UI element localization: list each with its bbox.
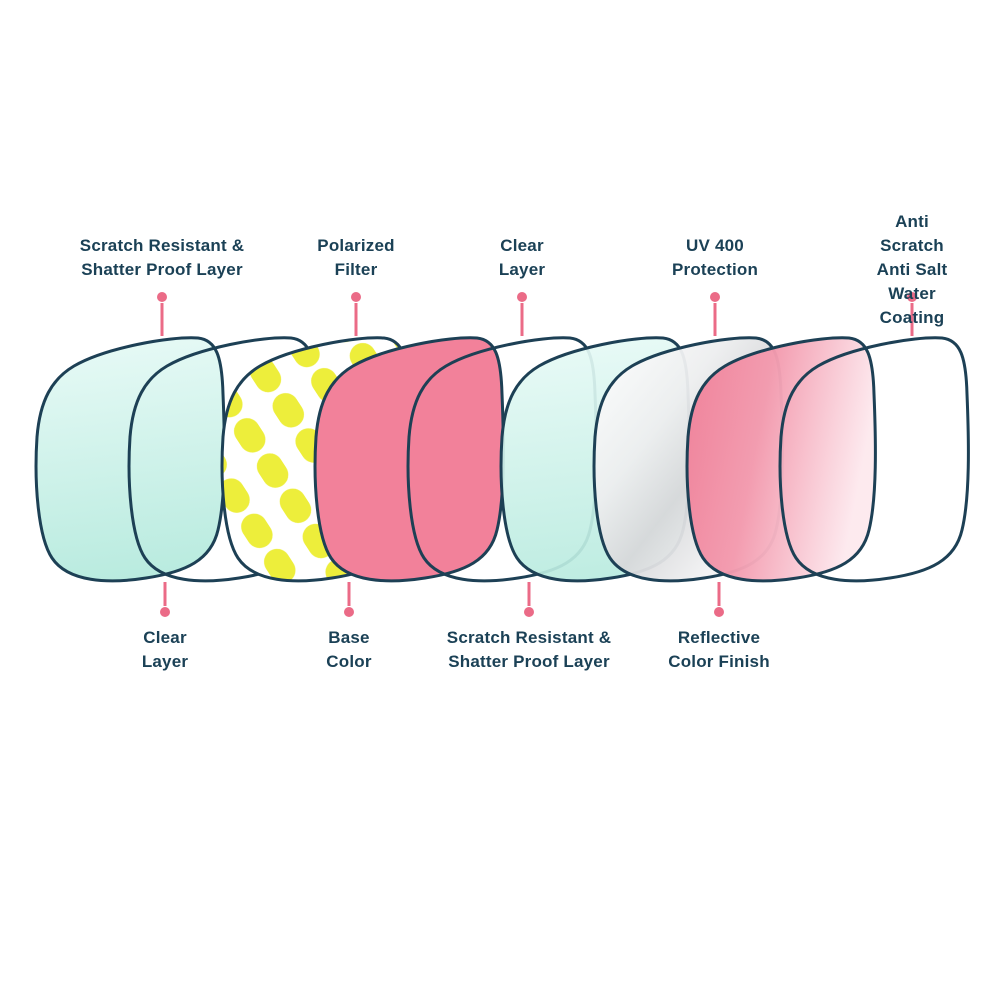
label-scratch-resistant-shatter-proof-top: Scratch Resistant & Shatter Proof Layer	[79, 236, 245, 279]
callout-dot	[351, 292, 361, 302]
callout-dot	[710, 292, 720, 302]
label-clear-layer-bottom: Clear Layer	[141, 628, 189, 671]
callout-dot	[907, 292, 917, 302]
callout-dot	[160, 607, 170, 617]
callout-dot	[344, 607, 354, 617]
label-polarized-filter: Polarized Filter	[317, 236, 395, 279]
label-base-color: Base Color	[326, 628, 372, 671]
label-reflective-color-finish: Reflective Color Finish	[668, 628, 770, 671]
label-clear-layer-top: Clear Layer	[498, 236, 546, 279]
callout-dot	[157, 292, 167, 302]
top-callouts	[157, 292, 917, 336]
label-scratch-resistant-shatter-proof-bottom: Scratch Resistant & Shatter Proof Layer	[446, 628, 612, 671]
bottom-callouts	[160, 582, 724, 617]
label-uv-400-protection: UV 400 Protection	[671, 236, 759, 279]
callout-dot	[524, 607, 534, 617]
callout-dot	[517, 292, 527, 302]
callout-dot	[714, 607, 724, 617]
label-anti-scratch-anti-salt-water-coating: Anti Scratch Anti Salt Water Coating	[876, 212, 948, 327]
